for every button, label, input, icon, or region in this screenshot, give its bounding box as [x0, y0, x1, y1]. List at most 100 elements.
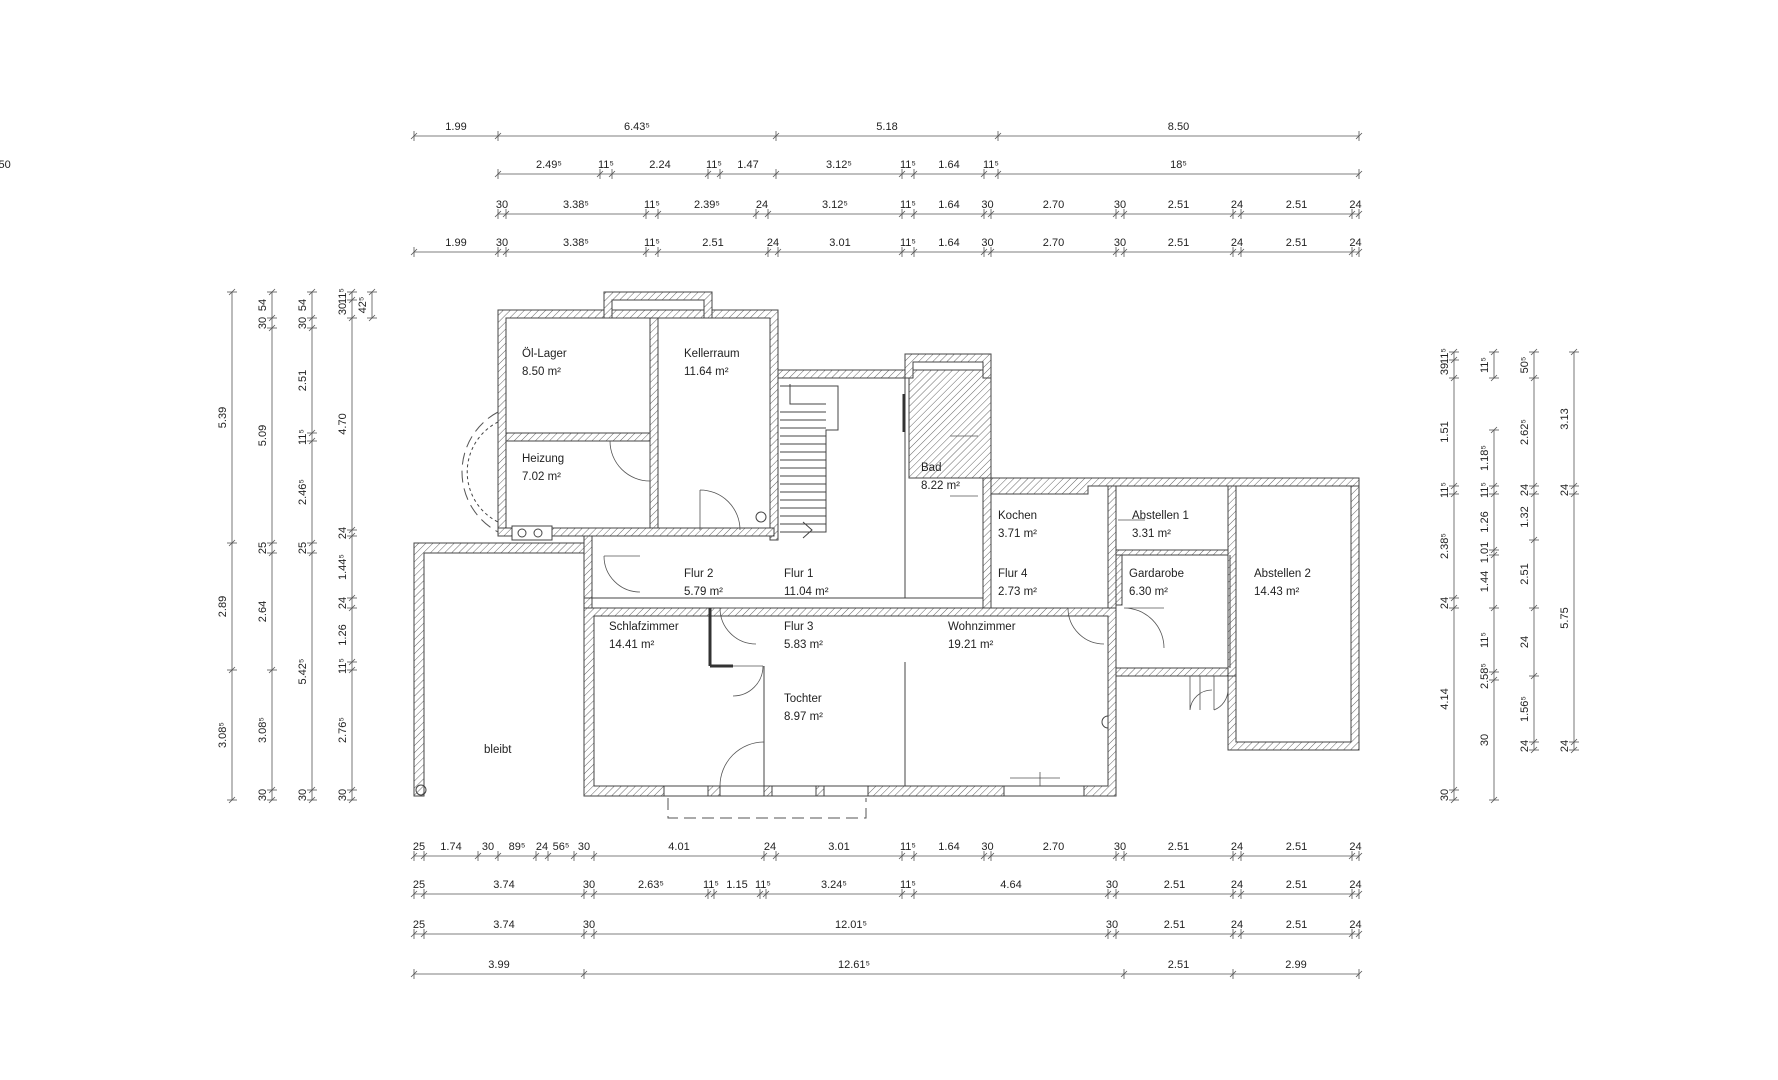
- dim-right-2-tick: [1490, 490, 1498, 498]
- dim-left-5-tick: [368, 288, 376, 296]
- bay-window-west: [466, 421, 499, 523]
- room-abstellen1-name: Abstellen 1: [1132, 510, 1189, 522]
- dim-right-4-tick: [1530, 374, 1538, 382]
- room-bad-area: 8.22 m²: [921, 480, 960, 492]
- dim-bot-3-label: 3.74: [493, 919, 514, 931]
- dim-bot-2-label: 24: [1231, 879, 1243, 891]
- dim-top-4-tick: [980, 248, 988, 256]
- dim-top-4-label: 3.38⁵: [563, 237, 589, 249]
- dim-left-3-label: 25: [297, 542, 309, 554]
- dim-right-5-tick: [1570, 746, 1578, 754]
- dim-right-2-tick: [1490, 551, 1498, 559]
- dim-bot-2-label: 1.15: [726, 879, 747, 891]
- dim-bot-2-tick: [898, 890, 906, 898]
- dim-bot-1-tick: [474, 852, 482, 860]
- dim-right-5-tick: [1570, 738, 1578, 746]
- dim-right-1-tick: [1450, 796, 1458, 804]
- room-tochter-area: 8.97 m²: [784, 711, 823, 723]
- dim-right-1-tick: [1450, 348, 1458, 356]
- dim-bot-3-tick: [410, 930, 418, 938]
- dim-top-3-tick: [764, 210, 772, 218]
- stair-arrow: [802, 521, 813, 539]
- doors: [603, 435, 1229, 787]
- dim-bot-2-tick: [1104, 890, 1112, 898]
- dim-bot-4-tick: [410, 970, 418, 978]
- dim-top-2-label: 11⁵: [706, 159, 722, 171]
- dim-top-2-label: 11⁵: [900, 159, 916, 171]
- dim-bot-2-label: 24: [1349, 879, 1361, 891]
- dim-bot-3-label: 2.51: [1164, 919, 1185, 931]
- dim-top-4-tick: [654, 248, 662, 256]
- dim-top-4-tick: [987, 248, 995, 256]
- dim-bot-1-tick: [1229, 852, 1237, 860]
- dim-left-4-label: 30: [337, 789, 349, 801]
- dim-left-3-label: 30: [297, 317, 309, 329]
- dim-right-2-tick: [1490, 668, 1498, 676]
- dim-bot-2-tick: [590, 890, 598, 898]
- dim-left-2-tick: [268, 324, 276, 332]
- dim-bot-4-label: 3.99: [488, 959, 509, 971]
- window: [771, 785, 817, 797]
- dim-right-2-label: 11⁵: [1479, 482, 1491, 498]
- dim-top-2-tick: [980, 170, 988, 178]
- door: [719, 607, 757, 645]
- wall-interior: [1227, 485, 1237, 677]
- door: [609, 440, 651, 482]
- dim-bot-2-label: 25: [413, 879, 425, 891]
- dim-top-1-tick: [772, 132, 780, 140]
- dim-top-3-label: 24: [1231, 199, 1243, 211]
- dim-top-1-tick: [410, 132, 418, 140]
- dim-left-2-tick: [268, 288, 276, 296]
- dim-left-3-label: 2.46⁵: [297, 479, 309, 505]
- dim-right-4-label: 2.51: [1519, 563, 1531, 584]
- room-kochen-area: 3.71 m²: [998, 528, 1037, 540]
- dim-right-5-tick: [1570, 348, 1578, 356]
- dim-top-3-label: 2.70: [1043, 199, 1064, 211]
- dim-left-4-tick: [348, 796, 356, 804]
- terrace-outline: [667, 798, 867, 819]
- dim-top-3-tick: [752, 210, 760, 218]
- wall-south-block: [583, 607, 1117, 797]
- room-abstellen2-area: 14.43 m²: [1254, 586, 1300, 598]
- dim-bot-4-tick: [1120, 970, 1128, 978]
- dim-right-4-label: 24: [1519, 740, 1531, 752]
- dim-bot-1-tick: [544, 852, 552, 860]
- dim-top-2-label: 2.49⁵: [536, 159, 562, 171]
- dim-top-4-tick: [1237, 248, 1245, 256]
- dim-right-4-label: 24: [1519, 484, 1531, 496]
- dim-top-3-label: 11⁵: [644, 199, 660, 211]
- dim-top-4-tick: [1348, 248, 1356, 256]
- room-wohnzimmer-name: Wohnzimmer: [948, 621, 1016, 633]
- dim-bot-3-tick: [420, 930, 428, 938]
- dim-top-2-tick: [910, 170, 918, 178]
- dim-top-3-label: 2.51: [1286, 199, 1307, 211]
- stair-treads: [780, 411, 826, 525]
- dim-top-4-tick: [774, 248, 782, 256]
- dim-top-4-tick: [502, 248, 510, 256]
- dim-left-4-tick: [348, 526, 356, 534]
- dim-right-1-label: 39: [1439, 363, 1451, 375]
- dim-top-3-tick: [1348, 210, 1356, 218]
- dim-top-3-tick: [980, 210, 988, 218]
- window: [663, 785, 709, 797]
- room-kellerraum-area: 11.64 m²: [684, 366, 729, 378]
- dim-top-3-tick: [1237, 210, 1245, 218]
- dim-bot-2-tick: [1355, 890, 1363, 898]
- wall-interior: [982, 477, 992, 609]
- dim-left-4-tick: [348, 314, 356, 322]
- dim-left-1-tick: [228, 666, 236, 674]
- dim-left-2-label: 5.09: [257, 425, 269, 446]
- dim-bot-3-tick: [580, 930, 588, 938]
- dim-right-1-tick: [1450, 490, 1458, 498]
- room-bleibt-name: bleibt: [484, 744, 512, 756]
- dim-bot-3-label: 2.51: [1286, 919, 1307, 931]
- dim-right-2-tick: [1490, 426, 1498, 434]
- dim-bot-2-tick: [1112, 890, 1120, 898]
- dim-bot-1-label: 24: [1231, 841, 1243, 853]
- dim-bot-2-label: 30: [1106, 879, 1118, 891]
- dim-bot-2-label: 3.24⁵: [821, 879, 847, 891]
- dim-top-4-tick: [642, 248, 650, 256]
- dim-left-4-label: 11⁵: [337, 658, 349, 674]
- dim-left-3-tick: [308, 437, 316, 445]
- dim-bot-1-tick: [494, 852, 502, 860]
